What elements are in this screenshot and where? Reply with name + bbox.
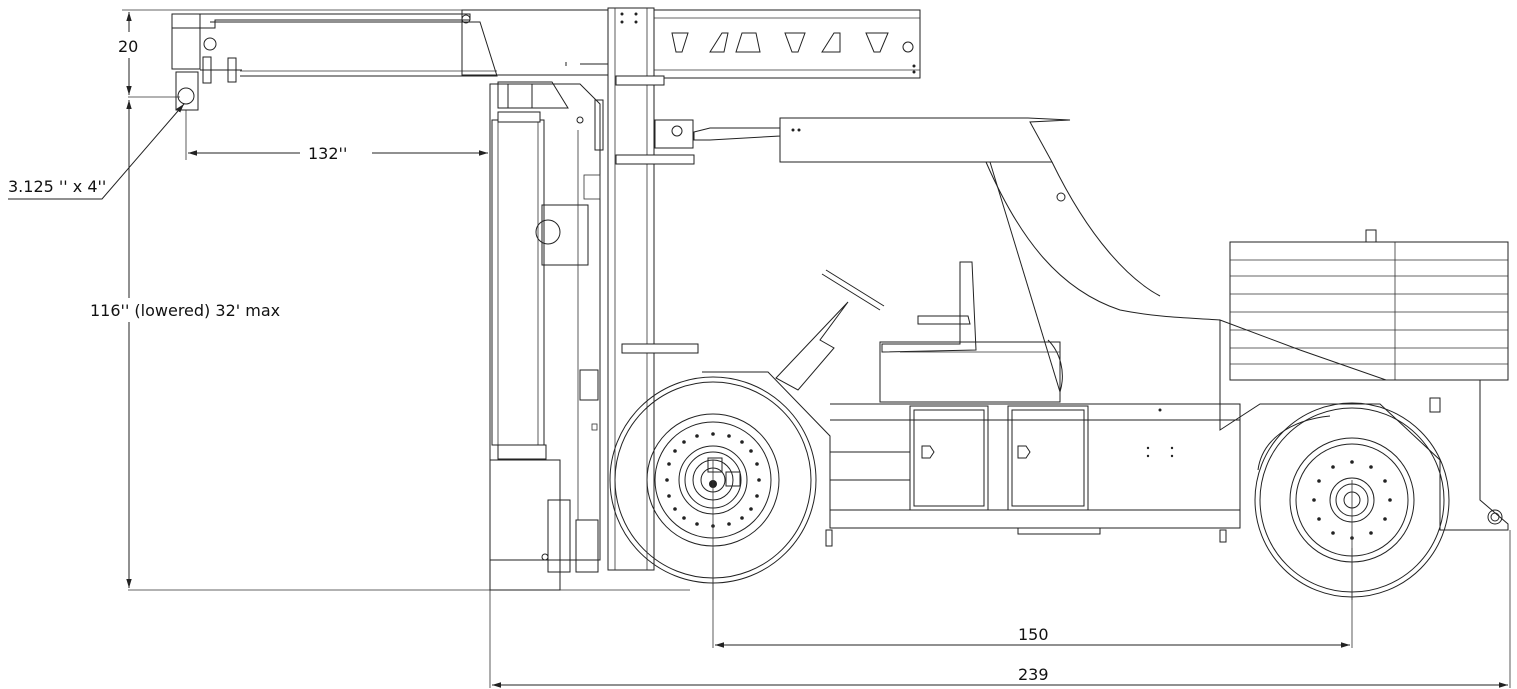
dimension-lines [8, 9, 1511, 688]
tilt-cylinder-arm [693, 117, 1221, 393]
dimension-label-mast-height: 116'' (lowered) 32' max [90, 301, 280, 320]
dimension-label-overall-length: 239 [1018, 665, 1049, 684]
upper-truss-beam [461, 9, 921, 79]
rear-wheel [1254, 402, 1450, 600]
carriage-cylinder [489, 81, 604, 591]
dimension-label-pin-size: 3.125 '' x 4'' [8, 177, 106, 196]
boom-jib [171, 13, 498, 111]
counterweight-engine [1219, 229, 1509, 531]
dimension-label-wheelbase: 150 [1018, 625, 1049, 644]
chassis-body [702, 371, 1241, 547]
dimension-label-boom-reach: 132'' [308, 144, 347, 163]
dimension-labels: 20 132'' 3.125 '' x 4'' 116'' (lowered) … [8, 37, 1049, 684]
operator-station [775, 261, 1061, 403]
dimension-label-boom-head: 20 [118, 37, 138, 56]
mast [565, 7, 699, 571]
front-wheel [609, 376, 817, 600]
pin-leader-line [8, 103, 185, 200]
